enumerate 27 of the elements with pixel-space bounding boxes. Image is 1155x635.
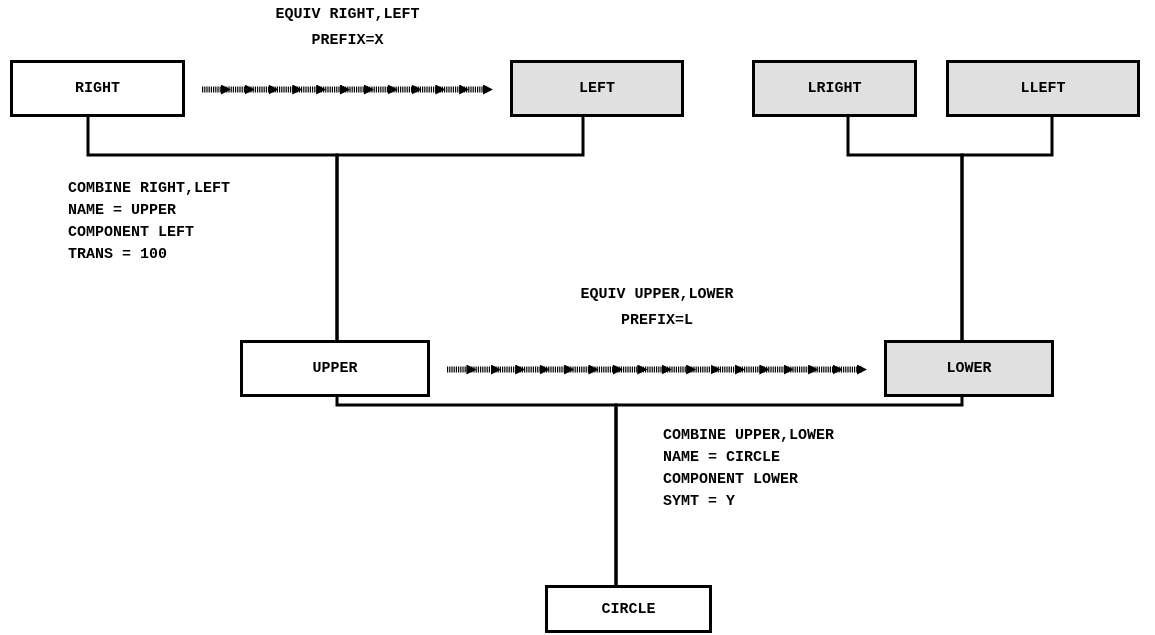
node-label: LEFT (579, 80, 615, 97)
node-label: RIGHT (75, 80, 120, 97)
arrow-chain (447, 365, 867, 375)
note-text: NAME = CIRCLE (663, 448, 781, 468)
node-label: CIRCLE (601, 600, 656, 618)
note-text: COMPONENT LEFT (68, 223, 195, 243)
process-box (545, 585, 712, 633)
note-text: NAME = UPPER (68, 201, 177, 221)
node-label: LRIGHT (807, 80, 862, 97)
process-box (10, 60, 185, 117)
process-box (946, 60, 1140, 117)
note-text: COMPONENT LOWER (663, 470, 799, 490)
connector-line (335, 117, 585, 340)
node-label: LLEFT (1020, 80, 1066, 97)
arrow-chain (202, 85, 493, 95)
process-box (510, 60, 684, 117)
connector-line (614, 397, 964, 585)
note-text: COMBINE UPPER,LOWER (663, 426, 835, 446)
process-box (752, 60, 917, 117)
node-label: LOWER (946, 360, 992, 377)
node-label: UPPER (312, 360, 358, 377)
note-text: COMBINE RIGHT,LEFT (68, 179, 231, 199)
connector-line (960, 117, 1054, 340)
process-box (240, 340, 430, 397)
note-text: TRANS = 100 (68, 245, 168, 265)
note-text: SYMT = Y (663, 492, 735, 512)
process-box (884, 340, 1054, 397)
